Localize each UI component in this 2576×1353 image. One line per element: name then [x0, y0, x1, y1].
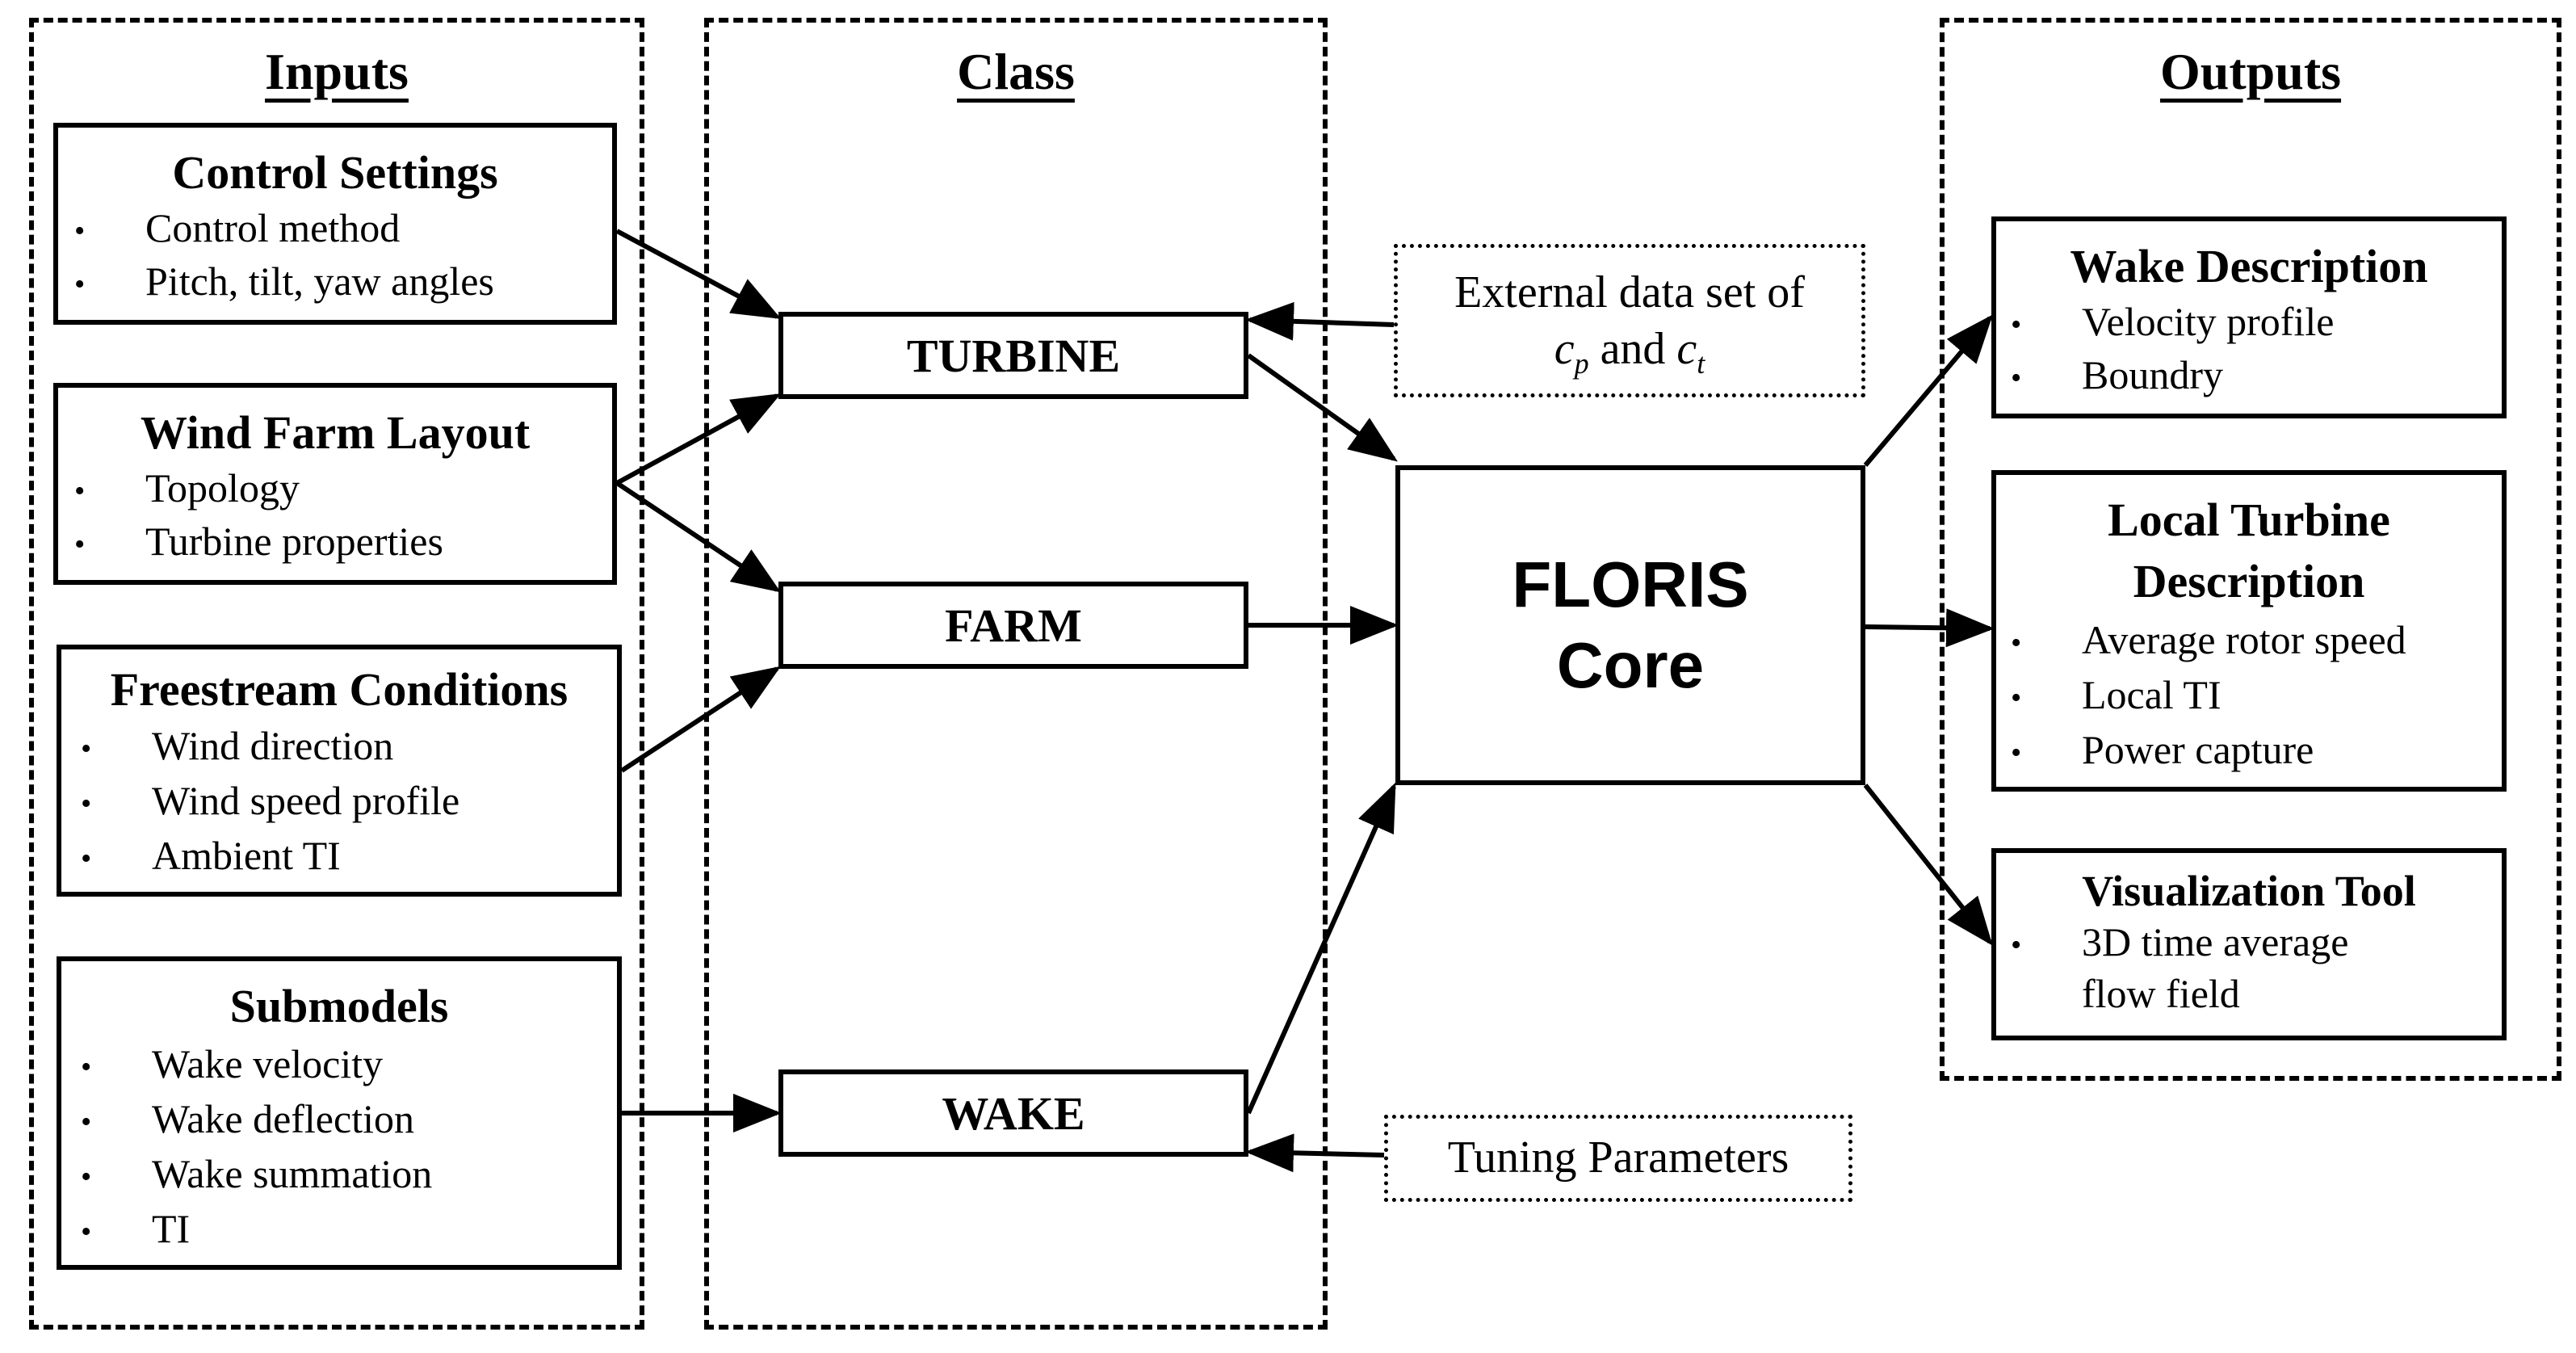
class-heading: Class	[957, 43, 1075, 100]
list-item: Turbine properties	[74, 515, 612, 571]
list-item: Wake summation	[81, 1146, 617, 1204]
title-line: Description	[2133, 555, 2365, 607]
local-turbine-description-box: Local Turbine Description Average rotor …	[1991, 470, 2507, 792]
cp-symbol: c	[1554, 324, 1575, 374]
cp-subscript: p	[1574, 347, 1589, 380]
list-item: Wake velocity	[81, 1036, 617, 1095]
list-item: Wind direction	[81, 718, 617, 776]
list-item: Local TI	[2011, 667, 2502, 725]
list-item: Control method	[74, 201, 612, 258]
list-item: Power capture	[2011, 722, 2502, 780]
external-data-line1: External data set of	[1454, 267, 1805, 317]
wind-farm-layout-title: Wind Farm Layout	[140, 406, 531, 459]
arrow-wake-to-core	[1246, 782, 1396, 1115]
external-data-box: External data set of cp and ct	[1394, 244, 1865, 397]
list-item: Wind speed profile	[81, 773, 617, 831]
arrow-core-to-wake-description	[1863, 314, 1993, 467]
control-settings-title: Control Settings	[172, 146, 498, 199]
control-settings-box: Control Settings Control method Pitch, t…	[53, 123, 617, 325]
wake-class-box: WAKE	[778, 1069, 1248, 1157]
arrow-tuning-to-wake	[1245, 1133, 1385, 1173]
wake-description-title: Wake Description	[2070, 240, 2428, 292]
submodels-box: Submodels Wake velocity Wake deflection …	[57, 956, 622, 1270]
outputs-group: Outputs	[1940, 18, 2561, 1081]
list-item: Topology	[74, 461, 612, 518]
outputs-heading: Outputs	[2159, 43, 2342, 100]
list-item: Wake deflection	[81, 1091, 617, 1149]
arrow-core-to-visualization	[1863, 784, 1993, 946]
freestream-conditions-title: Freestream Conditions	[110, 663, 568, 716]
list-item: Average rotor speed	[2011, 612, 2502, 670]
title-line: Local Turbine	[2108, 494, 2390, 546]
arrow-layout-to-farm	[615, 481, 781, 593]
wind-farm-layout-box: Wind Farm Layout Topology Turbine proper…	[53, 383, 617, 585]
list-item: Velocity profile	[2011, 295, 2502, 351]
submodels-title: Submodels	[229, 980, 449, 1032]
floris-core-box: FLORIS Core	[1395, 465, 1865, 785]
wake-description-box: Wake Description Velocity profile Boundr…	[1991, 216, 2507, 418]
farm-class-box: FARM	[778, 582, 1248, 669]
ct-subscript: t	[1697, 347, 1705, 380]
tuning-parameters-box: Tuning Parameters	[1384, 1115, 1852, 1202]
turbine-class-box: TURBINE	[778, 312, 1248, 399]
list-item: TI	[81, 1201, 617, 1259]
arrow-layout-to-turbine	[615, 393, 782, 485]
and-text: and	[1600, 324, 1666, 374]
freestream-conditions-box: Freestream Conditions Wind direction Win…	[57, 645, 622, 897]
visualization-tool-title: Visualization Tool	[2082, 867, 2416, 915]
list-item continuation: flow field	[2082, 971, 2240, 1016]
arrow-turbine-to-core	[1247, 353, 1398, 462]
arrow-control-to-turbine	[615, 229, 782, 319]
list-item: 3D time average	[2011, 916, 2502, 971]
external-data-line2: cp and ct	[1398, 321, 1861, 392]
arrow-external-to-turbine	[1245, 301, 1395, 341]
list-item: Ambient TI	[81, 828, 617, 886]
core-title-line2: Core	[1556, 629, 1705, 701]
arrow-freestream-to-farm	[620, 666, 782, 773]
inputs-heading: Inputs	[265, 43, 409, 100]
ct-symbol: c	[1676, 324, 1697, 374]
inputs-group: Inputs	[29, 18, 644, 1330]
visualization-tool-box: Visualization Tool 3D time average flow …	[1991, 848, 2507, 1040]
local-turbine-description-title: Local Turbine Description	[1996, 490, 2502, 612]
core-title-line1: FLORIS	[1512, 548, 1749, 620]
list-item: Pitch, tilt, yaw angles	[74, 254, 612, 311]
arrow-core-to-local-turbine	[1865, 608, 1995, 648]
list-item: Boundry	[2011, 348, 2502, 405]
class-group: Class	[704, 18, 1328, 1330]
